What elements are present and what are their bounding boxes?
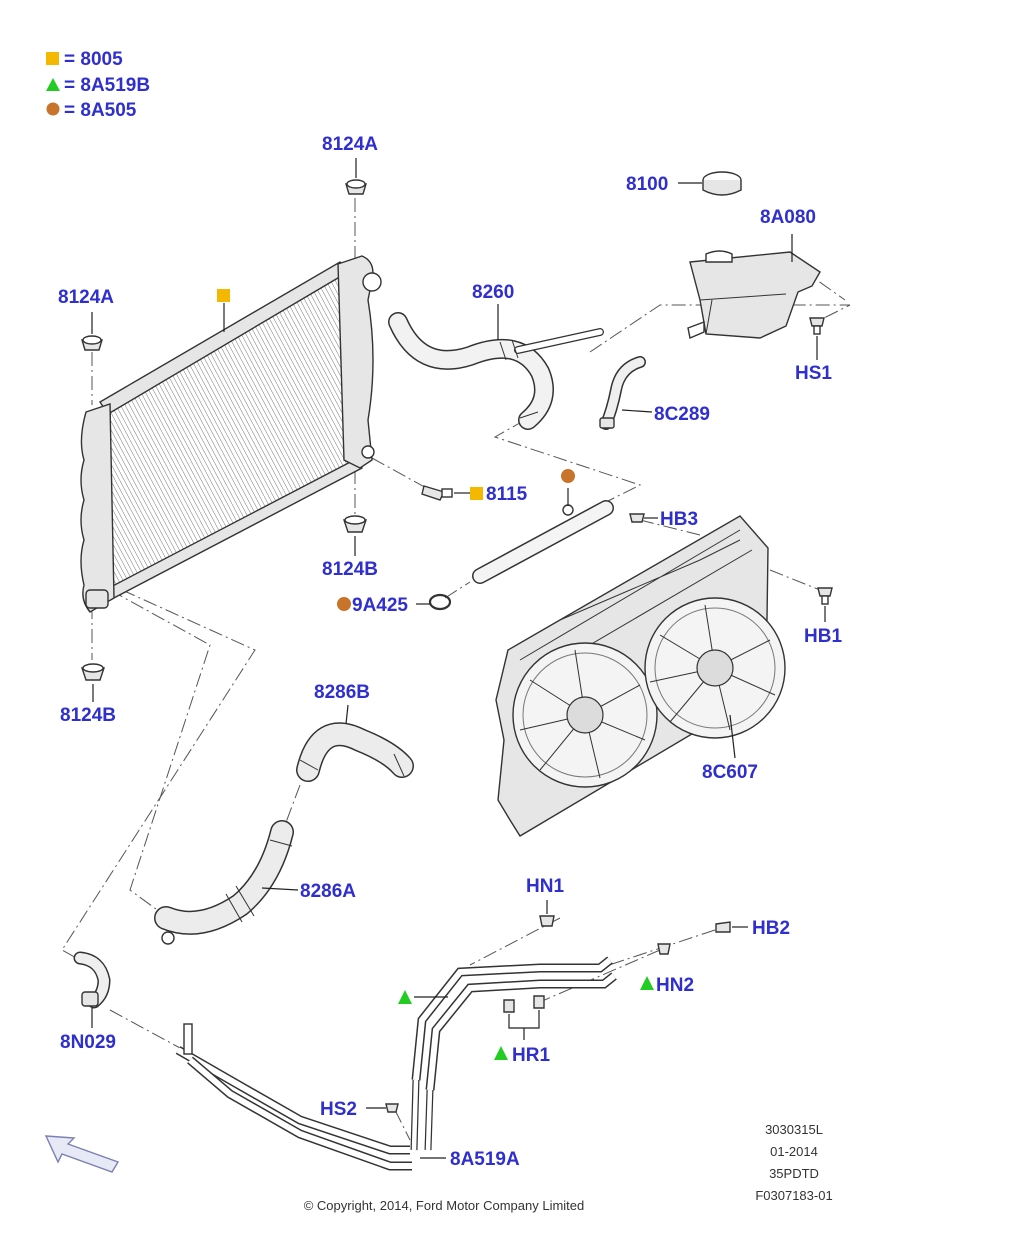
degas-bottle-outlet (687, 320, 705, 339)
upper-hose-8260[interactable] (388, 304, 604, 430)
callout-8A519A[interactable]: 8A519A (450, 1149, 520, 1170)
degas-bottle-body (689, 251, 821, 339)
front-direction-arrow-icon (44, 1135, 120, 1173)
radiator-right-tank (337, 255, 374, 469)
legend-circle-marker (46, 102, 60, 116)
hose-8286B[interactable] (296, 704, 414, 782)
mount-8124A-top[interactable] (345, 158, 367, 195)
drain-plug-8005-marker (470, 487, 483, 500)
mount-8124A-left[interactable] (81, 312, 103, 351)
degas-bottle-neck (705, 250, 733, 263)
callout-8100[interactable]: 8100 (626, 174, 668, 195)
legend-text-8A519B: = 8A519B (64, 75, 150, 96)
drain-plug-8115[interactable] (421, 485, 483, 501)
fan-shroud-8C607[interactable] (495, 515, 786, 837)
callout-HB2[interactable]: HB2 (752, 918, 790, 939)
callout-8115[interactable]: 8115 (486, 484, 528, 505)
radiator[interactable] (80, 255, 382, 613)
o-ring-8A505-marker (337, 597, 351, 611)
callout-HS1[interactable]: HS1 (795, 363, 832, 384)
legend-square-marker (46, 52, 59, 65)
callout-HB1[interactable]: HB1 (804, 626, 842, 647)
fan-right (644, 597, 786, 739)
copyright-text: © Copyright, 2014, Ford Motor Company Li… (304, 1198, 585, 1213)
callout-9A425[interactable]: 9A425 (352, 595, 408, 616)
bolt-HB3[interactable] (629, 513, 658, 523)
pipe-8A519B-marker (398, 990, 412, 1004)
callout-8124A-top[interactable]: 8124A (322, 134, 378, 155)
meta-line-3: 35PDTD (769, 1166, 819, 1181)
callout-HS2[interactable]: HS2 (320, 1099, 357, 1120)
retainers-HR1[interactable] (494, 995, 545, 1060)
fan-left (512, 642, 658, 788)
nut-HN2-marker (640, 976, 654, 990)
meta-line-4: F0307183-01 (755, 1188, 832, 1203)
bolt-HB1[interactable] (817, 587, 833, 622)
o-ring-9A425[interactable] (337, 593, 452, 611)
hose-8N029[interactable] (73, 951, 111, 1028)
legend-text-8005: = 8005 (64, 49, 123, 70)
callout-8286B[interactable]: 8286B (314, 682, 370, 703)
coolant-tube-8A505-marker (561, 469, 575, 483)
radiator-left-tank (80, 403, 115, 613)
radiator-drain-port (361, 445, 375, 459)
coolant-tube[interactable] (472, 469, 614, 584)
callout-8N029[interactable]: 8N029 (60, 1032, 116, 1053)
callout-8C607[interactable]: 8C607 (702, 762, 758, 783)
coolant-pipe-8A519A[interactable] (175, 1023, 446, 1171)
mount-8124B-mid[interactable] (343, 515, 367, 556)
callout-8124A-left[interactable]: 8124A (58, 287, 114, 308)
coolant-pipe-8A519B[interactable] (398, 956, 617, 1151)
pressure-cap-8100[interactable] (678, 171, 742, 196)
retainers-HR1-marker (494, 1046, 508, 1060)
radiator-8005-marker (217, 289, 230, 302)
legend-triangle-marker (46, 78, 60, 91)
meta-line-1: 3030315L (765, 1122, 823, 1137)
drawing-metadata: 3030315L 01-2014 35PDTD F0307183-01 (755, 1122, 832, 1203)
bolt-HB2[interactable] (715, 921, 748, 933)
radiator-core (109, 266, 361, 597)
bolt-HS2[interactable] (366, 1103, 399, 1113)
callout-HN1[interactable]: HN1 (526, 876, 564, 897)
mount-8124B-bottom[interactable] (81, 663, 105, 702)
radiator-lower-fitting (85, 589, 109, 609)
legend: = 8005 = 8A519B = 8A505 (46, 49, 150, 121)
callout-8260[interactable]: 8260 (472, 282, 514, 303)
callout-HN2[interactable]: HN2 (656, 975, 694, 996)
nut-HN2[interactable] (640, 943, 671, 990)
callout-HB3[interactable]: HB3 (660, 509, 698, 530)
callout-8C289[interactable]: 8C289 (654, 404, 710, 425)
upper-hose-body (388, 312, 554, 430)
callout-8124B-bottom[interactable]: 8124B (60, 705, 116, 726)
nut-HN1[interactable] (539, 900, 555, 927)
callout-8124B-mid[interactable]: 8124B (322, 559, 378, 580)
callout-HR1[interactable]: HR1 (512, 1045, 550, 1066)
callout-8A080[interactable]: 8A080 (760, 207, 816, 228)
degas-hose-8C289[interactable] (599, 356, 653, 430)
radiator-upper-outlet (362, 272, 382, 292)
callout-8286A[interactable]: 8286A (300, 881, 356, 902)
hose-8286A[interactable] (154, 820, 299, 945)
meta-line-2: 01-2014 (770, 1144, 818, 1159)
legend-text-8A505: = 8A505 (64, 100, 137, 121)
bolt-HS1[interactable] (809, 317, 825, 360)
degas-bottle-8A080[interactable] (687, 234, 821, 339)
